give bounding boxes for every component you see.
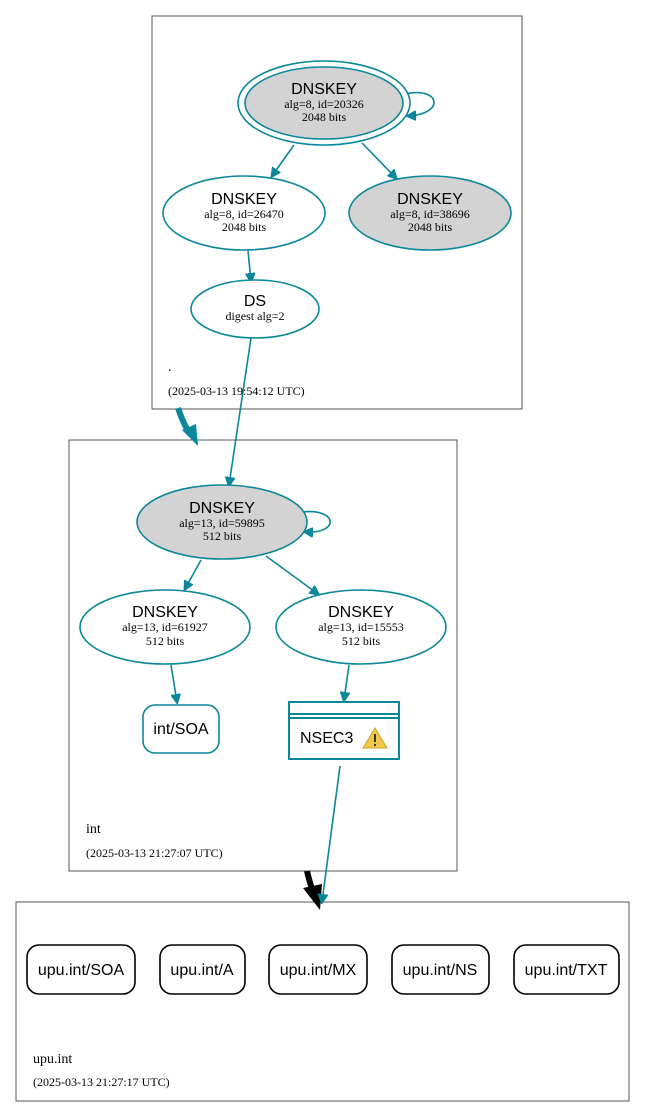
edge-int-ksk-self: [301, 510, 331, 533]
root-zsk1-title: DNSKEY: [211, 191, 277, 208]
upu-record-a-label: upu.int/A: [170, 962, 233, 979]
int-zsk2-title: DNSKEY: [328, 604, 394, 621]
upu-record-txt-label: upu.int/TXT: [525, 962, 608, 979]
root-zsk1-size: 2048 bits: [222, 220, 267, 234]
zone-upu-name: upu.int: [33, 1052, 72, 1067]
int-soa-node[interactable]: int/SOA: [142, 704, 220, 754]
int-ksk-detail: alg=13, id=59895: [179, 516, 265, 530]
root-ds-detail: digest alg=2: [225, 309, 284, 323]
int-zsk2-detail: alg=13, id=15553: [318, 620, 404, 634]
zone-upu-timestamp: (2025-03-13 21:27:17 UTC): [33, 1075, 170, 1089]
root-ksk-detail: alg=8, id=20326: [284, 97, 364, 111]
nsec3-label: NSEC3: [300, 730, 353, 747]
root-ksk-title: DNSKEY: [291, 81, 357, 98]
root-zsk2-detail: alg=8, id=38696: [390, 207, 470, 221]
int-zsk1-size: 512 bits: [146, 634, 185, 648]
upu-record-mx[interactable]: upu.int/MX: [268, 944, 368, 995]
upu-record-ns[interactable]: upu.int/NS: [391, 944, 490, 995]
zone-upu-box: [15, 901, 630, 1102]
edge-root-ksk-to-zsk1: [272, 144, 295, 176]
edge-root-ksk-to-zsk2: [361, 142, 396, 178]
upu-record-a[interactable]: upu.int/A: [159, 944, 246, 995]
edge-int-ksk-to-zsk2: [265, 555, 318, 594]
int-zsk1-title: DNSKEY: [132, 604, 198, 621]
zone-root-timestamp: (2025-03-13 19:54:12 UTC): [168, 384, 305, 398]
edge-int-ksk-to-zsk1: [185, 559, 202, 589]
upu-record-txt[interactable]: upu.int/TXT: [513, 944, 620, 995]
root-zsk1-detail: alg=8, id=26470: [204, 207, 284, 221]
upu-record-ns-label: upu.int/NS: [403, 962, 478, 979]
int-nsec3-node[interactable]: NSEC3: [288, 701, 400, 760]
zone-root-name: .: [168, 360, 172, 375]
root-zsk2-title: DNSKEY: [397, 191, 463, 208]
int-zsk1-detail: alg=13, id=61927: [122, 620, 208, 634]
root-ds-title: DS: [244, 293, 266, 310]
root-ksk-size: 2048 bits: [302, 110, 347, 124]
edge-int-zsk2-to-nsec3: [344, 664, 349, 700]
edge-int-zsk1-to-soa: [170, 664, 177, 702]
root-zsk2-node[interactable]: DNSKEY alg=8, id=38696 2048 bits: [348, 175, 512, 251]
int-ksk-node[interactable]: DNSKEY alg=13, id=59895 512 bits: [136, 484, 308, 560]
edge-root-ds-to-int-ksk: [229, 337, 252, 485]
int-zsk1-node[interactable]: DNSKEY alg=13, id=61927 512 bits: [79, 589, 251, 665]
zone-int-name: int: [86, 822, 101, 837]
int-ksk-title: DNSKEY: [189, 500, 255, 517]
int-soa-label: int/SOA: [153, 721, 208, 738]
upu-record-soa[interactable]: upu.int/SOA: [26, 944, 136, 995]
int-zsk2-node[interactable]: DNSKEY alg=13, id=15553 512 bits: [275, 589, 447, 665]
edge-nsec3-to-upu: [322, 765, 341, 902]
upu-record-mx-label: upu.int/MX: [280, 962, 357, 979]
delegation-root-to-int: [175, 407, 198, 446]
root-ds-node[interactable]: DS digest alg=2: [190, 279, 320, 339]
int-zsk2-size: 512 bits: [342, 634, 381, 648]
warning-icon: [362, 727, 388, 749]
root-zsk2-size: 2048 bits: [408, 220, 453, 234]
root-ksk-node[interactable]: DNSKEY alg=8, id=20326 2048 bits: [237, 60, 411, 146]
upu-record-soa-label: upu.int/SOA: [38, 962, 125, 979]
edge-root-ksk-self: [404, 91, 435, 116]
root-zsk1-node[interactable]: DNSKEY alg=8, id=26470 2048 bits: [162, 175, 326, 251]
int-ksk-size: 512 bits: [203, 529, 242, 543]
edge-root-zsk1-to-ds: [248, 250, 251, 281]
zone-int-timestamp: (2025-03-13 21:27:07 UTC): [86, 846, 223, 860]
delegation-int-to-upu: [303, 870, 322, 910]
